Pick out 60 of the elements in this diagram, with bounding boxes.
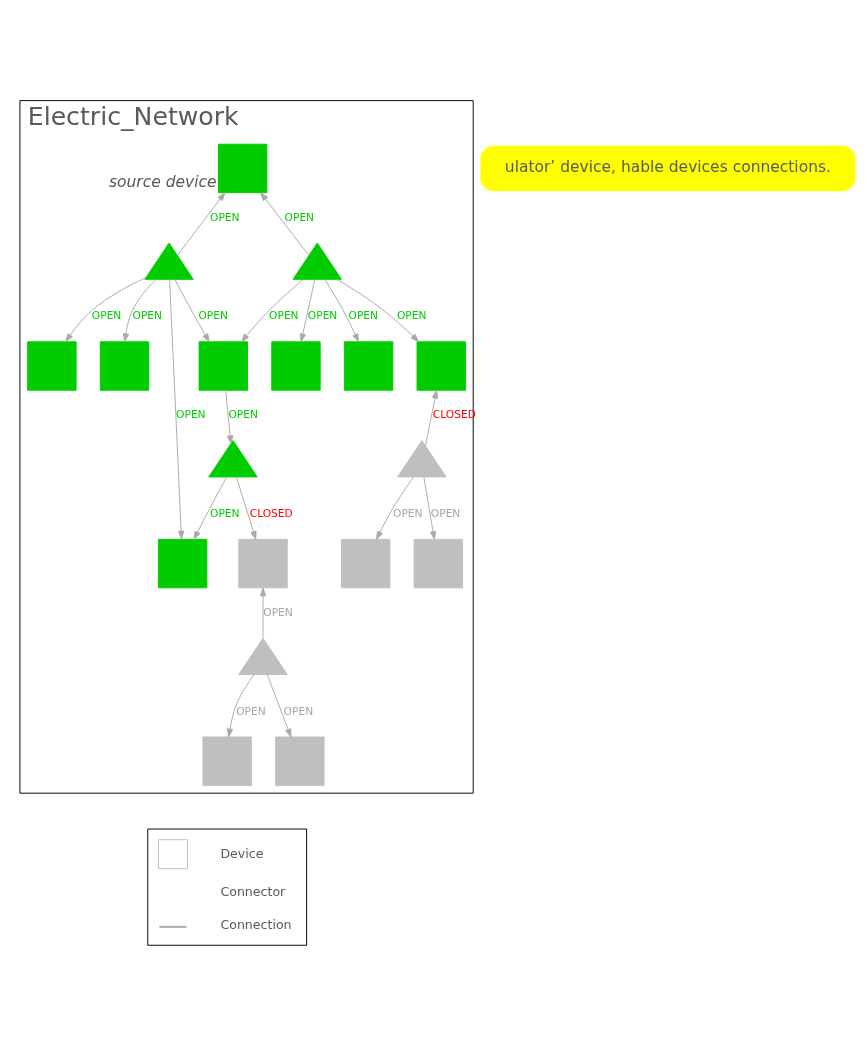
edge-label: OPEN (307, 308, 338, 322)
arrow (376, 476, 415, 540)
arrow (169, 278, 185, 539)
node-box (157, 538, 208, 588)
edge-label: OPEN (284, 210, 315, 224)
node-box: ulator’ device, hable devices connections. (480, 145, 856, 191)
edge-label: OPEN (396, 308, 427, 322)
edge-label: OPEN (283, 704, 314, 718)
arrow (174, 278, 210, 342)
edge-label: OPEN (430, 506, 461, 520)
arrow (266, 673, 292, 737)
edge-label: CLOSED (249, 506, 293, 520)
node-box (341, 538, 391, 588)
node-box (343, 340, 394, 391)
node-triangle (144, 242, 194, 280)
edge-label: OPEN (91, 308, 122, 322)
legend-label: Connector (220, 883, 286, 899)
node-box (275, 736, 325, 786)
edge-label: OPEN (269, 308, 299, 322)
arrow (425, 389, 439, 446)
edge-label: OPEN (132, 308, 163, 322)
legend-label: Connection (220, 916, 292, 932)
arrow (122, 278, 157, 342)
arrow (423, 476, 437, 540)
edge-label: OPEN (198, 308, 228, 322)
edge-label: OPEN (236, 704, 266, 718)
node-triangle (208, 439, 258, 477)
edge-label: OPEN (210, 506, 240, 520)
edge-label: OPEN (393, 506, 423, 520)
arrow (226, 673, 255, 737)
node-triangle (292, 242, 342, 280)
node-box (271, 340, 321, 391)
edge-label: OPEN (210, 210, 240, 224)
edge-label: OPEN (348, 308, 379, 322)
node-box (238, 538, 288, 588)
node-box (413, 538, 464, 588)
node-box (218, 143, 268, 193)
arrow (236, 476, 257, 540)
edge-label: OPEN (228, 407, 258, 421)
arrow (176, 191, 226, 256)
node-triangle (238, 637, 288, 675)
node-label: source device (109, 172, 217, 191)
arrow (260, 191, 310, 256)
node-box (202, 736, 252, 786)
arrow (336, 278, 419, 342)
edge-label: OPEN (263, 605, 293, 619)
arrow (225, 389, 234, 444)
edge-label: OPEN (176, 407, 206, 421)
node-box (99, 340, 150, 391)
arrow (324, 278, 359, 342)
node-box (198, 340, 248, 391)
arrow (193, 475, 228, 540)
arrow (65, 276, 147, 342)
arrow (259, 587, 267, 638)
node-box (416, 340, 466, 391)
arrow (241, 278, 304, 342)
arrow (299, 278, 316, 342)
legend-label: Device (220, 845, 264, 860)
node-box (27, 340, 77, 391)
node-triangle (397, 439, 447, 477)
